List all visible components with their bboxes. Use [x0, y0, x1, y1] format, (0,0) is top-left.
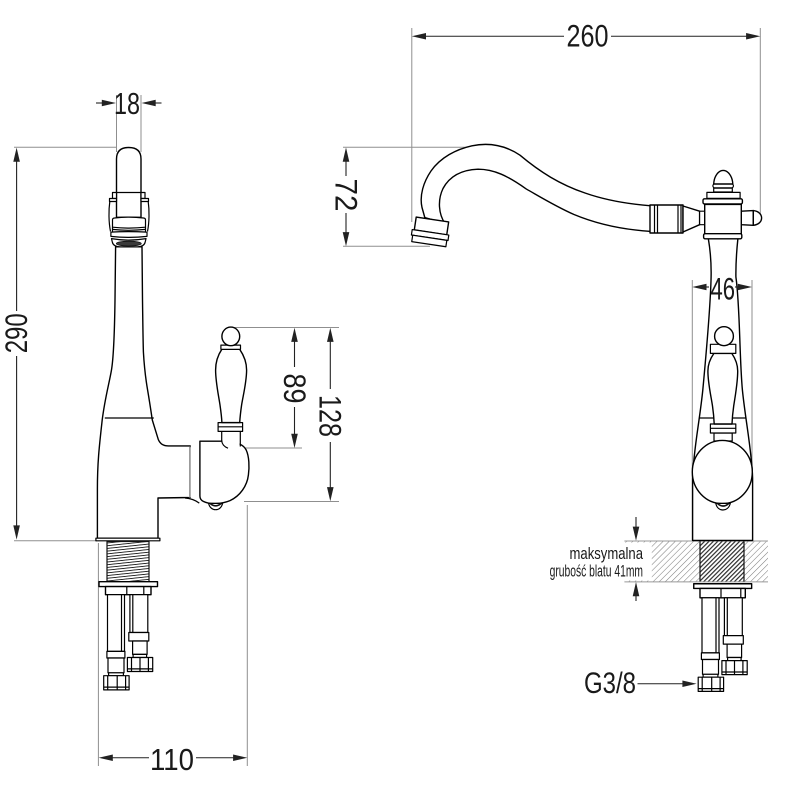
svg-text:89: 89 [277, 374, 313, 404]
svg-text:46: 46 [711, 270, 736, 306]
svg-text:18: 18 [114, 86, 140, 121]
svg-text:maksymalna: maksymalna [570, 544, 644, 563]
svg-text:G3/8: G3/8 [584, 667, 636, 700]
svg-text:290: 290 [0, 313, 34, 353]
svg-text:260: 260 [567, 18, 609, 54]
svg-text:grubość blatu 41mm: grubość blatu 41mm [550, 561, 643, 580]
svg-text:128: 128 [313, 395, 349, 437]
svg-text:72: 72 [328, 179, 364, 212]
svg-text:110: 110 [150, 742, 194, 777]
